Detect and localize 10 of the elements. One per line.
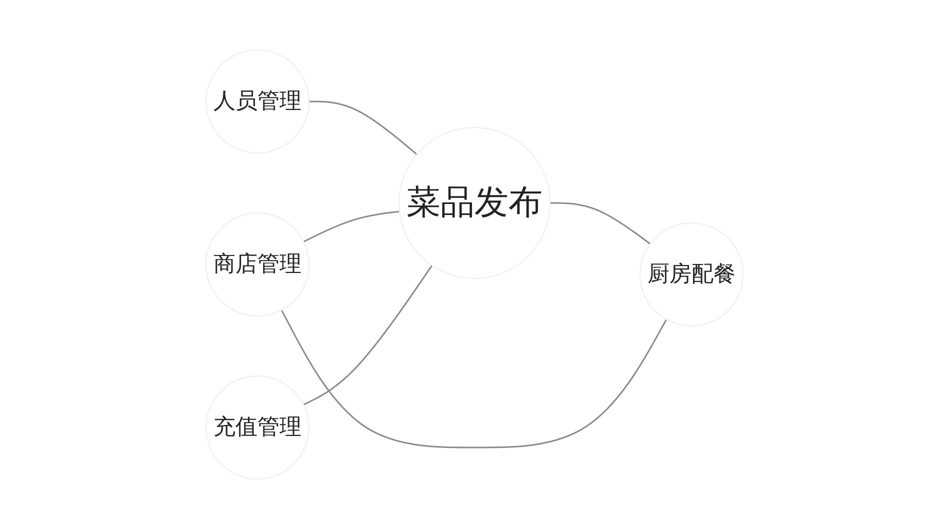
node-circle: 菜品发布 <box>398 126 550 278</box>
connector <box>302 210 400 242</box>
connector <box>550 202 650 244</box>
connector <box>280 309 667 448</box>
connector <box>308 100 417 154</box>
node-circle: 厨房配餐 <box>639 222 743 326</box>
connector <box>302 264 432 405</box>
node-circle: 人员管理 <box>205 49 309 153</box>
node-circle: 充值管理 <box>205 375 309 479</box>
node-circle: 商店管理 <box>205 212 309 316</box>
